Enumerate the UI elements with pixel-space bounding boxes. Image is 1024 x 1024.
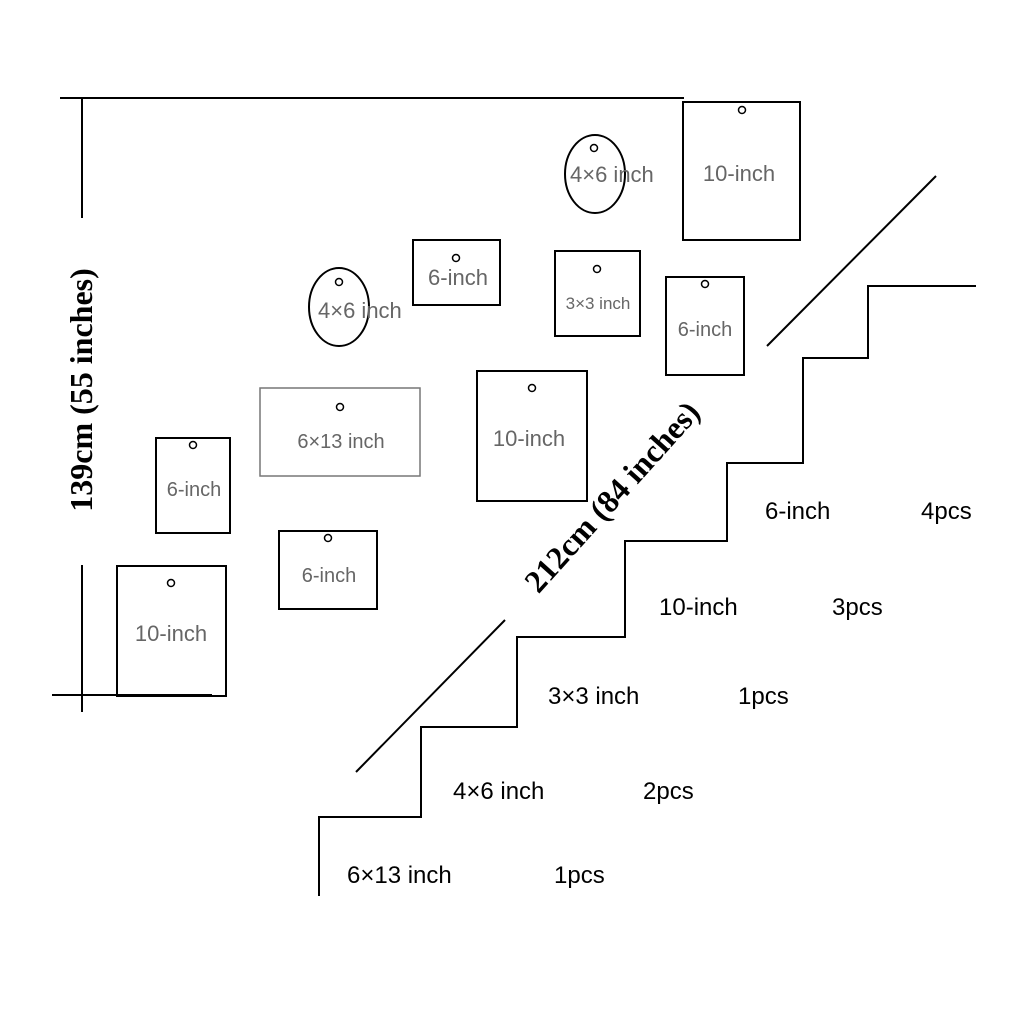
frame-label: 6-inch [302, 565, 356, 587]
hanging-hole-icon [323, 533, 333, 543]
quantity-list: 6-inch 4pcs 10-inch 3pcs 3×3 inch 1pcs 4… [347, 498, 972, 889]
quantity-count: 4pcs [921, 498, 972, 525]
frame-label: 4×6 inch [318, 298, 402, 323]
frame-label: 3×3 inch [566, 294, 631, 313]
frame-10-inch: 10-inch [476, 370, 588, 502]
frame-label: 6-inch [428, 265, 488, 290]
frame-10-inch: 10-inch [682, 101, 801, 241]
frame-label: 6×13 inch [297, 431, 384, 453]
hanging-hole-icon [188, 440, 198, 450]
diagonal-line-upper [766, 175, 937, 347]
hanging-hole-icon [527, 383, 537, 393]
hanging-hole-icon [737, 105, 747, 115]
frame-10-inch: 10-inch [116, 565, 227, 697]
frame-label: 10-inch [703, 161, 775, 186]
frame-6x13-inch: 6×13 inch [259, 387, 421, 477]
frame-label: 4×6 inch [570, 162, 654, 187]
quantity-size: 10-inch [659, 594, 738, 621]
hanging-hole-icon [166, 578, 176, 588]
hanging-hole-icon [335, 402, 345, 412]
staircase-outline [318, 285, 976, 896]
hanging-hole-icon [700, 279, 710, 289]
quantity-count: 3pcs [832, 594, 883, 621]
frame-label: 6-inch [167, 479, 221, 501]
diagonal-line-lower [355, 619, 506, 773]
quantity-size: 4×6 inch [453, 778, 544, 805]
frame-3x3-inch: 3×3 inch [554, 250, 641, 337]
quantity-count: 1pcs [738, 683, 789, 710]
diagonal-dimension-label: 212cm (84 inches) [517, 394, 707, 599]
quantity-size: 3×3 inch [548, 683, 639, 710]
frame-label: 10-inch [493, 426, 565, 451]
frame-6-inch: 6-inch [412, 239, 501, 306]
hanging-hole-icon [589, 143, 599, 153]
quantity-size: 6×13 inch [347, 862, 452, 889]
quantity-count: 2pcs [643, 778, 694, 805]
frame-oval-4x6: 4×6 inch [308, 267, 402, 347]
height-dimension-label: 139cm (55 inches) [63, 268, 99, 512]
frame-label: 6-inch [678, 319, 732, 341]
hanging-hole-icon [334, 277, 344, 287]
hanging-hole-icon [451, 253, 461, 263]
frame-oval-4x6: 4×6 inch [564, 134, 654, 214]
quantity-count: 1pcs [554, 862, 605, 889]
frame-6-inch: 6-inch [665, 276, 745, 376]
frame-6-inch: 6-inch [155, 437, 231, 534]
frame-label: 10-inch [135, 621, 207, 646]
hanging-hole-icon [592, 264, 602, 274]
frame-6-inch: 6-inch [278, 530, 378, 610]
quantity-size: 6-inch [765, 498, 830, 525]
